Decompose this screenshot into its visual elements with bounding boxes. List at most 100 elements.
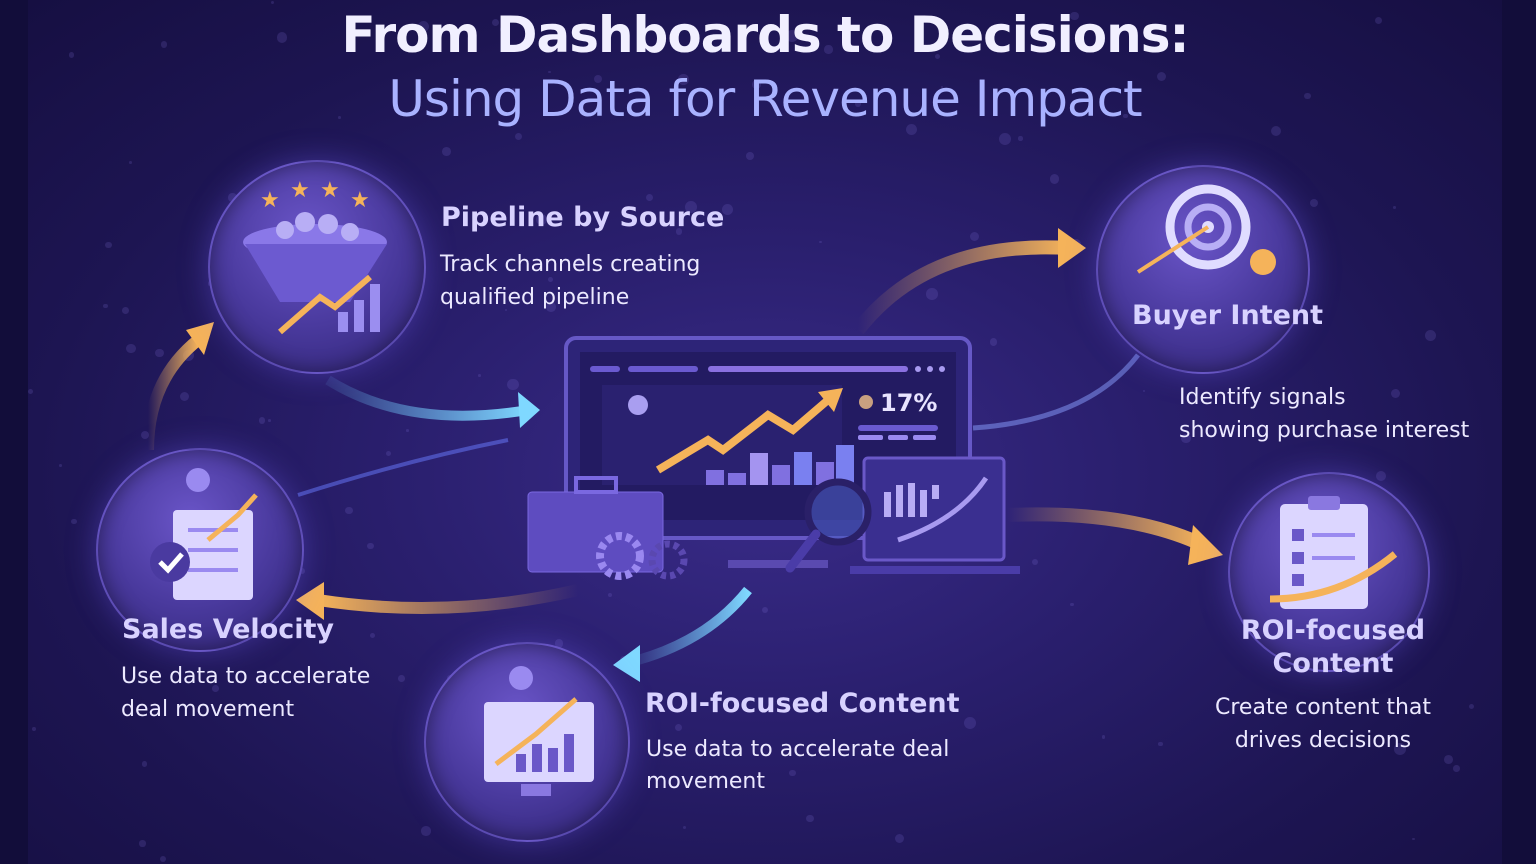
background-speck	[1309, 198, 1319, 208]
background-speck	[103, 303, 108, 309]
svg-text:★: ★	[320, 178, 340, 203]
background-speck	[159, 855, 167, 863]
arrow-dashboard-to-intent	[852, 240, 1069, 335]
desc-line: Identify signals	[1179, 385, 1346, 410]
background-speck	[1412, 837, 1415, 841]
background-speck	[999, 133, 1012, 146]
background-speck	[505, 308, 508, 312]
bar-chart	[706, 445, 854, 485]
arrow-head	[1188, 525, 1223, 565]
background-speck	[477, 373, 481, 377]
background-speck	[1070, 11, 1080, 21]
pipeline-heading: Pipeline by Source	[441, 202, 725, 233]
roi-content-right-description: Create content that drives decisions	[1198, 691, 1448, 757]
background-speck	[678, 74, 689, 86]
background-speck	[1031, 558, 1038, 566]
background-speck	[786, 30, 798, 42]
svg-text:★: ★	[260, 188, 280, 213]
background-speck	[1070, 602, 1074, 607]
background-speck	[1018, 136, 1023, 141]
background-speck	[1142, 390, 1145, 393]
background-speck	[1376, 470, 1387, 481]
roi-content-bottom-circle	[424, 642, 630, 842]
background-speck	[761, 607, 768, 614]
background-speck	[824, 45, 833, 54]
arrow-head	[186, 322, 214, 355]
chart-screen-icon	[484, 666, 594, 796]
arrow-head	[296, 582, 324, 620]
background-speck	[155, 348, 164, 357]
background-speck	[1158, 741, 1163, 747]
buyer-intent-description: Identify signals showing purchase intere…	[1179, 381, 1469, 447]
sales-velocity-circle	[96, 448, 304, 652]
desc-line: Create content that	[1215, 695, 1431, 720]
background-speck	[180, 391, 190, 402]
background-speck	[925, 288, 938, 300]
background-speck	[682, 825, 686, 829]
background-speck	[398, 675, 406, 682]
background-speck	[1156, 72, 1166, 82]
background-speck	[258, 417, 266, 424]
title-line-2: Using Data for Revenue Impact	[388, 70, 1142, 128]
background-speck	[602, 27, 608, 32]
background-speck	[1453, 765, 1461, 773]
desc-line: Use data to accelerate deal	[646, 737, 950, 762]
background-speck	[594, 75, 603, 84]
clipboard-icon	[1269, 496, 1398, 609]
monitor-stand	[728, 560, 828, 568]
pipeline-description: Track channels creating qualified pipeli…	[440, 248, 700, 314]
background-speck	[1425, 330, 1437, 342]
arrow-velocity-to-pipeline	[142, 335, 202, 451]
background-speck	[1181, 433, 1191, 444]
kpi-value: 17%	[880, 389, 937, 417]
infographic-canvas: From Dashboards to Decisions: Using Data…	[28, 0, 1502, 864]
background-speck	[71, 518, 77, 524]
background-speck	[789, 769, 797, 777]
background-speck	[905, 123, 918, 136]
background-speck	[406, 429, 410, 432]
background-speck	[1444, 755, 1453, 765]
heading-line: Content	[1272, 648, 1394, 679]
checklist-icon	[150, 468, 258, 600]
background-speck	[58, 464, 62, 467]
background-speck	[935, 54, 941, 60]
background-speck	[721, 203, 733, 215]
background-speck	[128, 160, 132, 164]
pipeline-circle: ★★★★	[208, 160, 426, 374]
sales-velocity-heading: Sales Velocity	[122, 614, 335, 645]
background-speck	[1049, 174, 1060, 184]
title-line-1: From Dashboards to Decisions:	[341, 6, 1189, 64]
background-speck	[68, 52, 74, 58]
background-speck	[806, 814, 814, 823]
flow-arrows	[142, 228, 1223, 682]
background-speck	[941, 85, 944, 88]
roi-content-right-circle	[1228, 472, 1430, 672]
background-speck	[160, 41, 168, 48]
buyer-intent-circle	[1096, 165, 1310, 374]
background-speck	[554, 639, 564, 649]
sales-velocity-description: Use data to accelerate deal movement	[121, 660, 370, 726]
desc-line: Track channels creating	[440, 252, 701, 277]
background-speck	[421, 826, 431, 836]
arrow-dashboard-to-roi-bottom	[636, 586, 752, 665]
arrow-dashboard-to-roi-right	[1007, 507, 1206, 552]
background-speck	[276, 32, 287, 43]
heading-line: ROI-focused	[1240, 615, 1426, 646]
roi-content-right-heading: ROI-focused Content	[1228, 614, 1438, 680]
background-speck	[369, 632, 376, 639]
svg-text:★: ★	[290, 178, 310, 203]
desc-line: drives decisions	[1234, 728, 1412, 753]
roi-content-bottom-description: Use data to accelerate deal movement	[646, 734, 949, 798]
funnel-chart-icon: ★★★★	[243, 178, 387, 335]
background-speck	[268, 418, 272, 422]
desc-line: movement	[646, 769, 765, 794]
background-speck	[547, 70, 551, 74]
background-speck	[1390, 388, 1401, 399]
background-speck	[441, 147, 451, 156]
desc-line: showing purchase interest	[1179, 418, 1470, 443]
background-speck	[1374, 16, 1383, 25]
background-speck	[141, 761, 148, 767]
background-speck	[1123, 113, 1128, 119]
background-speck	[854, 99, 862, 107]
desc-line: qualified pipeline	[440, 285, 630, 310]
